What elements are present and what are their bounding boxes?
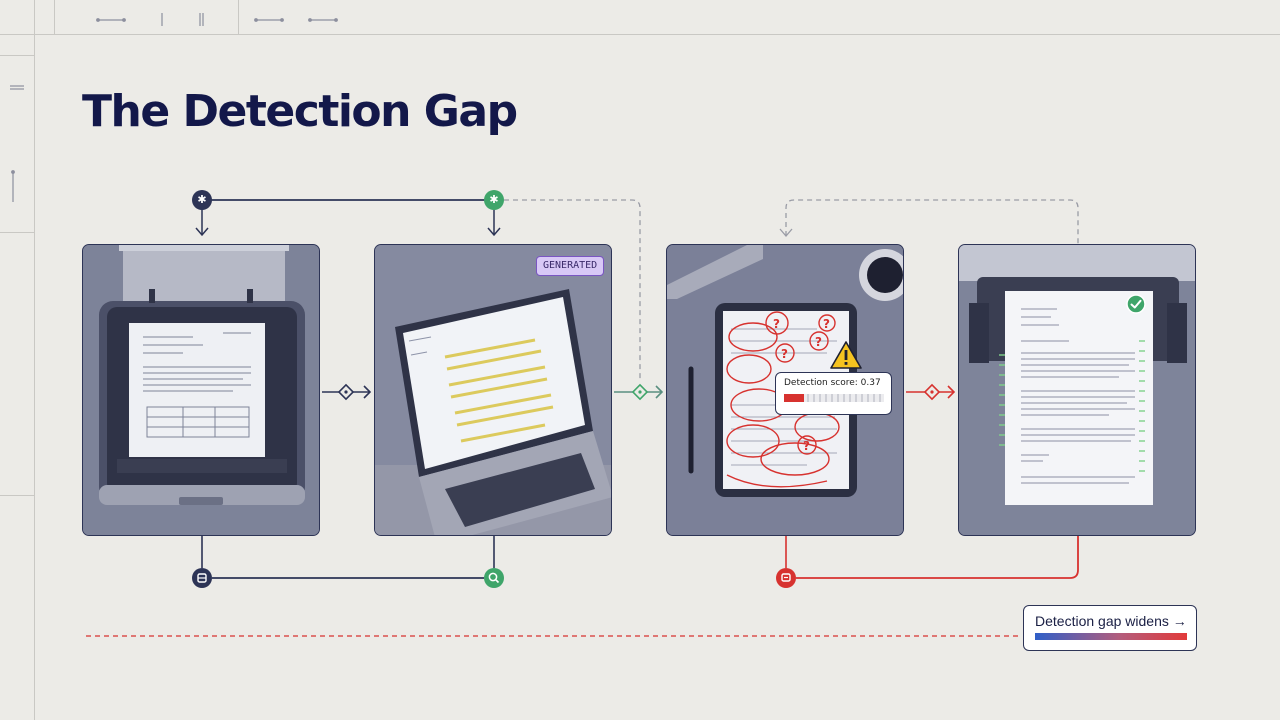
detection-score-popup: Detection score: 0.37 — [775, 372, 892, 415]
scanner-icon — [192, 568, 212, 588]
arrow-right-icon: → — [1172, 613, 1187, 629]
panel-laptop — [374, 244, 612, 536]
panel-printer — [958, 244, 1196, 536]
page-title: The Detection Gap — [82, 86, 518, 137]
panel-review: ??? ?? — [666, 244, 904, 536]
detection-gap-callout: Detection gap widens → — [1023, 605, 1197, 651]
asterisk-icon: ✱ — [484, 190, 504, 210]
svg-text:?: ? — [823, 317, 830, 331]
magnifier-icon — [484, 568, 504, 588]
check-icon — [1126, 294, 1146, 314]
frame-line-low — [0, 495, 34, 496]
frame-divider-2 — [238, 0, 239, 34]
svg-text:?: ? — [815, 335, 822, 349]
frame-side-ticks — [10, 85, 24, 202]
svg-text:?: ? — [781, 347, 788, 361]
detection-score-label: Detection score: 0.37 — [784, 378, 881, 388]
flag-icon — [776, 568, 796, 588]
frame-line-left — [34, 0, 35, 720]
frame-divider-1 — [54, 0, 55, 34]
detection-gap-label: Detection gap widens → — [1035, 613, 1187, 629]
warning-icon — [830, 341, 862, 369]
generated-badge: GENERATED — [536, 256, 605, 276]
detection-gap-gradient-bar — [1035, 633, 1187, 640]
detection-score-bar — [784, 394, 884, 402]
frame-line-top — [0, 34, 1280, 35]
frame-line-mid — [0, 232, 34, 233]
detection-gap-text: Detection gap widens — [1035, 613, 1169, 629]
frame-line-top-2 — [0, 55, 34, 56]
panel-scanner — [82, 244, 320, 536]
asterisk-icon: ✱ — [192, 190, 212, 210]
svg-text:?: ? — [803, 439, 810, 453]
svg-text:?: ? — [773, 317, 780, 331]
frame-ticks — [96, 13, 338, 26]
